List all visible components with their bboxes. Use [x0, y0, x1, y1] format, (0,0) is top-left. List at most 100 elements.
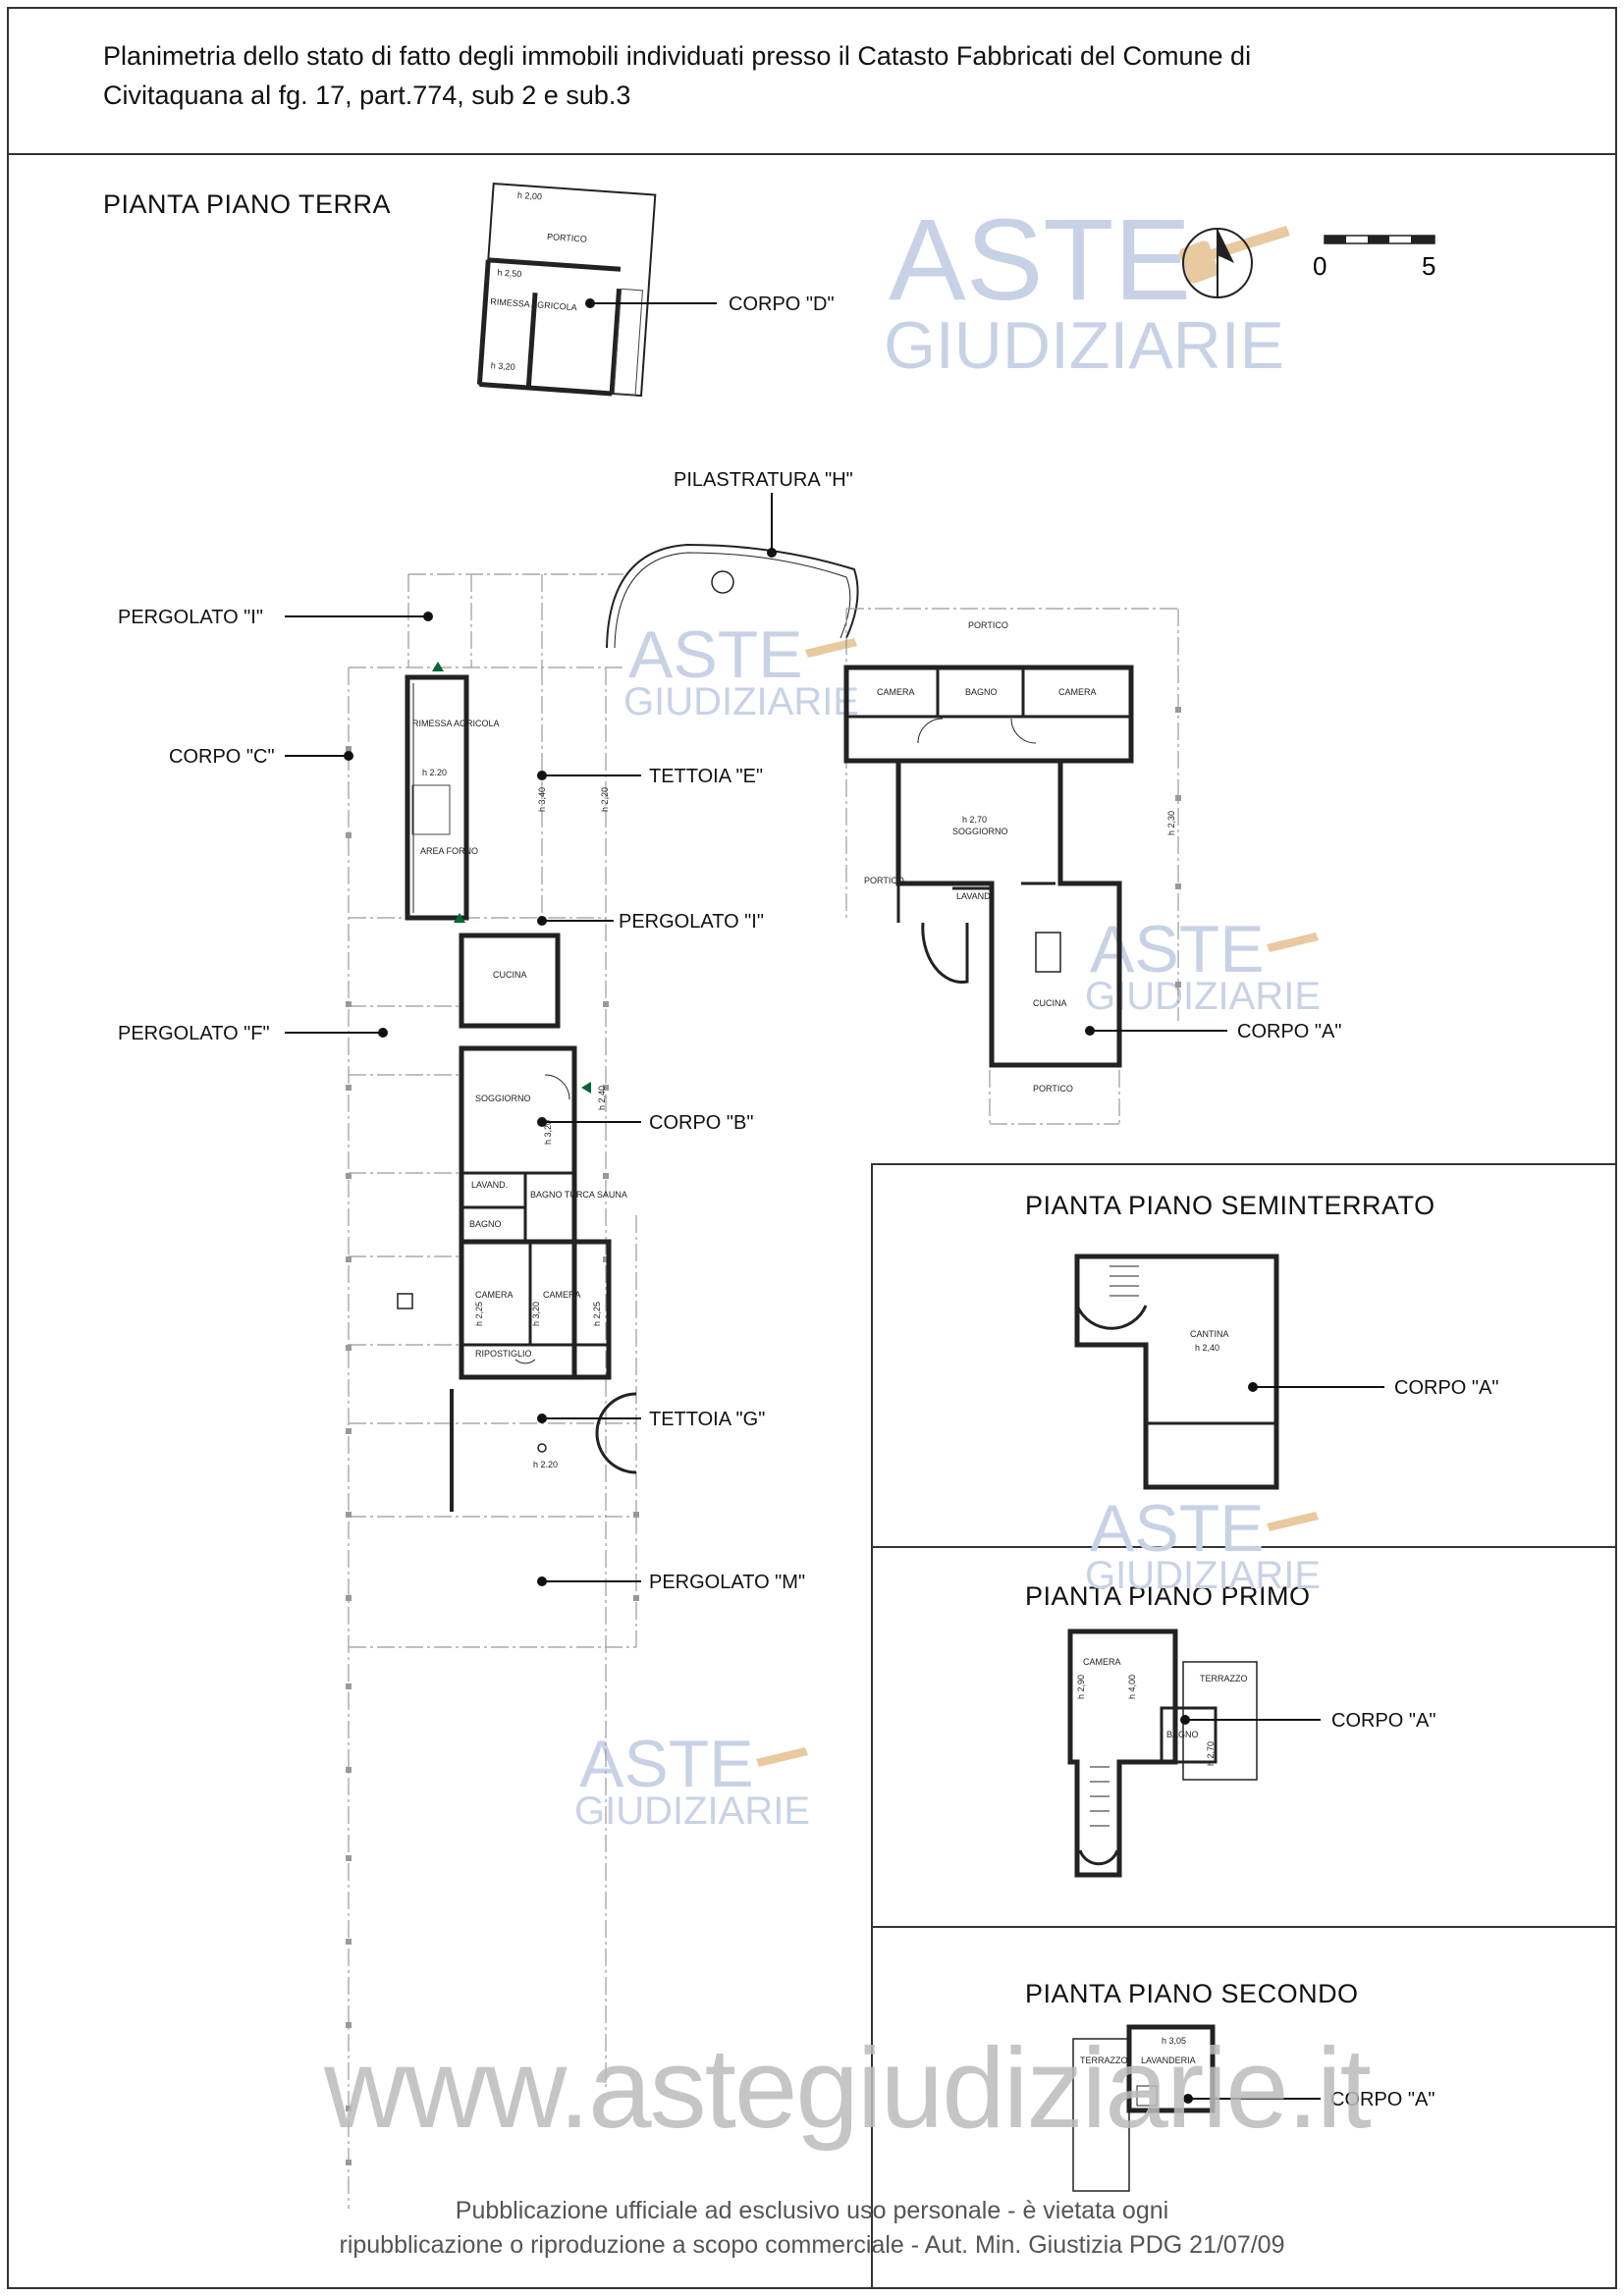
svg-text:h 2,25: h 2,25 — [474, 1302, 484, 1326]
svg-text:h 2,40: h 2,40 — [597, 1086, 607, 1110]
svg-text:GIUDIZIARIE: GIUDIZIARIE — [623, 680, 859, 723]
svg-text:h 2,25: h 2,25 — [592, 1302, 602, 1326]
svg-text:0: 0 — [1313, 251, 1326, 281]
svg-text:BAGNO: BAGNO — [469, 1219, 502, 1229]
tettoia-e-leader: TETTOIA "E" h 3,40 h 2,20 — [537, 766, 763, 812]
svg-text:LAVANDERIA: LAVANDERIA — [1141, 2056, 1196, 2065]
corpo-c-plan: RIMESSA AGRICOLA h 2.20 AREA FORNO — [405, 662, 500, 923]
svg-text:h 2.20: h 2.20 — [533, 1460, 558, 1469]
svg-text:GIUDIZIARIE: GIUDIZIARIE — [884, 308, 1284, 383]
svg-text:CUCINA: CUCINA — [1033, 998, 1067, 1008]
svg-text:TERRAZZO: TERRAZZO — [1200, 1674, 1248, 1683]
grid-ticks — [346, 707, 1181, 2165]
svg-text:CAMERA: CAMERA — [475, 1290, 514, 1300]
svg-text:PERGOLATO "F": PERGOLATO "F" — [118, 1023, 270, 1044]
second-floor-leader: CORPO "A" — [1183, 2089, 1435, 2110]
svg-text:CANTINA: CANTINA — [1190, 1329, 1229, 1339]
svg-text:h 2,40: h 2,40 — [1195, 1343, 1219, 1353]
corpo-c-leader: CORPO "C" — [169, 746, 353, 768]
svg-text:CORPO "D": CORPO "D" — [729, 294, 835, 315]
corpo-b-leader: CORPO "B" — [537, 1112, 753, 1134]
svg-text:CAMERA: CAMERA — [1083, 1657, 1121, 1667]
svg-text:LAVAND.: LAVAND. — [471, 1180, 508, 1190]
svg-text:h 2,90: h 2,90 — [1076, 1675, 1086, 1699]
title-line-2: Civitaquana al fg. 17, part.774, sub 2 e… — [103, 80, 631, 110]
ground-floor-title: PIANTA PIANO TERRA — [103, 189, 392, 219]
svg-text:AREA FORNO: AREA FORNO — [420, 846, 478, 856]
svg-text:CORPO "C": CORPO "C" — [169, 746, 275, 768]
first-floor-plan: CAMERA TERRAZZO BAGNO h 2,90 h 4,00 h 2,… — [1067, 1629, 1258, 1878]
basement-plan: CANTINA h 2,40 — [1074, 1254, 1279, 1490]
first-floor-panel-border — [871, 1546, 1617, 1548]
corpo-d-leader: CORPO "D" — [585, 294, 835, 315]
footer-line-2: ripubblicazione o riproduzione a scopo c… — [339, 2231, 1285, 2259]
aste-watermark-lowright: ASTE GIUDIZIARIE — [1085, 1491, 1321, 1597]
corpo-b-plan — [459, 933, 612, 1380]
svg-text:h 2,70: h 2,70 — [1206, 1741, 1216, 1766]
corpo-a-ground-plan — [843, 665, 1134, 1068]
svg-text:PORTICO: PORTICO — [864, 876, 904, 885]
svg-text:CAMERA: CAMERA — [543, 1290, 581, 1300]
north-arrow — [1182, 228, 1253, 298]
second-floor-panel-border — [871, 1926, 1617, 1928]
svg-text:PORTICO: PORTICO — [1033, 1084, 1073, 1094]
svg-text:h 2,30: h 2,30 — [1166, 811, 1176, 835]
svg-text:PORTICO: PORTICO — [547, 232, 587, 244]
svg-text:h 3,20: h 3,20 — [490, 360, 515, 372]
svg-text:h 2,00: h 2,00 — [517, 190, 543, 202]
svg-text:h 3,20: h 3,20 — [543, 1120, 553, 1145]
corpo-a-ground-leader: CORPO "A" — [1085, 1021, 1341, 1042]
svg-text:SOGGIORNO: SOGGIORNO — [952, 827, 1008, 836]
corpo-a-ground-rooms: PORTICO CAMERA BAGNO CAMERA h 2,70 SOGGI… — [864, 620, 1176, 1094]
basement-title: PIANTA PIANO SEMINTERRATO — [1025, 1191, 1435, 1220]
pilastratura-h: PILASTRATURA "H" — [606, 469, 859, 649]
title-line-1: Planimetria dello stato di fatto degli i… — [103, 41, 1252, 71]
aste-watermark-lowleft: ASTE GIUDIZIARIE — [574, 1727, 810, 1833]
svg-text:PORTICO: PORTICO — [968, 620, 1008, 630]
svg-text:BAGNO: BAGNO — [1166, 1730, 1199, 1739]
corpo-b-rooms: CUCINA SOGGIORNO LAVAND. BAGNO TURCA SAU… — [397, 970, 627, 1359]
svg-text:h 3,20: h 3,20 — [531, 1302, 541, 1326]
svg-text:TERRAZZO: TERRAZZO — [1080, 2056, 1128, 2065]
aste-watermark-top: ASTE GIUDIZIARIE — [884, 195, 1290, 383]
svg-text:ASTE: ASTE — [579, 1727, 754, 1801]
pergolato-m-leader: PERGOLATO "M" — [537, 1572, 805, 1593]
svg-text:BAGNO TURCA SAUNA: BAGNO TURCA SAUNA — [530, 1190, 627, 1200]
svg-text:ASTE: ASTE — [889, 195, 1191, 325]
second-floor-plan: TERRAZZO LAVANDERIA h 3,05 — [1072, 2024, 1216, 2192]
svg-text:h 2.20: h 2.20 — [422, 768, 447, 777]
svg-text:h 4,00: h 4,00 — [1127, 1675, 1137, 1699]
svg-text:5: 5 — [1422, 251, 1435, 281]
header-box: Planimetria dello stato di fatto degli i… — [7, 7, 1617, 155]
corpo-d-plan: h 2,00 PORTICO h 2,50 RIMESSA AGRICOLA h… — [476, 182, 657, 398]
svg-text:ASTE: ASTE — [628, 617, 803, 692]
svg-text:h 2,50: h 2,50 — [497, 268, 522, 280]
svg-text:GIUDIZIARIE: GIUDIZIARIE — [1085, 1554, 1321, 1597]
first-floor-title: PIANTA PIANO PRIMO — [1025, 1581, 1311, 1611]
svg-text:RIPOSTIGLIO: RIPOSTIGLIO — [475, 1349, 532, 1359]
svg-text:h 2,20: h 2,20 — [600, 787, 610, 812]
svg-text:PERGOLATO "I": PERGOLATO "I" — [619, 911, 764, 933]
svg-text:TETTOIA "E": TETTOIA "E" — [649, 766, 763, 787]
svg-text:SOGGIORNO: SOGGIORNO — [475, 1094, 531, 1103]
basement-leader: CORPO "A" — [1248, 1377, 1498, 1399]
aste-watermark-mid: ASTE GIUDIZIARIE — [623, 617, 859, 723]
svg-text:CUCINA: CUCINA — [493, 970, 527, 980]
footer-line-1: Pubblicazione ufficiale ad esclusivo uso… — [455, 2197, 1169, 2224]
svg-text:h 3,05: h 3,05 — [1162, 2036, 1186, 2046]
website-watermark: www.astegiudiziarie.it — [324, 2024, 1372, 2152]
svg-text:CORPO "A": CORPO "A" — [1330, 2089, 1435, 2110]
pergolato-i-top-leader: PERGOLATO "I" — [118, 607, 433, 628]
second-floor-title: PIANTA PIANO SECONDO — [1025, 1979, 1359, 2008]
svg-text:BAGNO: BAGNO — [965, 687, 998, 697]
svg-text:CORPO "B": CORPO "B" — [649, 1112, 753, 1134]
page-frame — [7, 7, 1617, 2289]
svg-text:ASTE: ASTE — [1090, 1491, 1265, 1566]
basement-panel-border — [871, 1163, 1617, 1165]
svg-text:GIUDIZIARIE: GIUDIZIARIE — [574, 1789, 810, 1833]
svg-text:CORPO "A": CORPO "A" — [1237, 1021, 1341, 1042]
svg-text:CORPO "A": CORPO "A" — [1331, 1710, 1435, 1732]
pergolato-f-leader: PERGOLATO "F" — [118, 1023, 388, 1044]
first-floor-leader: CORPO "A" — [1180, 1710, 1435, 1732]
